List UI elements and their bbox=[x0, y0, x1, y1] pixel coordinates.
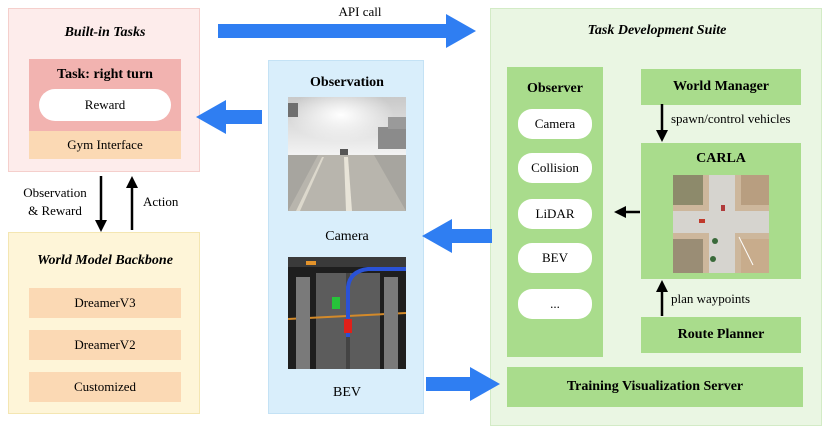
action-up-arrow bbox=[126, 176, 138, 230]
camera-image bbox=[288, 97, 406, 211]
carla-title: CARLA bbox=[696, 151, 746, 166]
carla-map-image bbox=[673, 175, 769, 273]
observation-to-training-server-arrow bbox=[426, 367, 500, 401]
observation-to-builtin-arrow bbox=[196, 100, 262, 134]
observation-reward-down-arrow bbox=[95, 176, 107, 232]
observer-item-lidar: LiDAR bbox=[518, 199, 592, 229]
task-box: Task: right turn Reward bbox=[29, 59, 181, 141]
observer-title: Observer bbox=[527, 81, 583, 96]
bev-image bbox=[288, 257, 406, 369]
route-planner-box: Route Planner bbox=[641, 317, 801, 353]
route-planner-to-carla-arrow bbox=[656, 280, 668, 316]
training-visualization-server-box: Training Visualization Server bbox=[507, 367, 803, 407]
world-manager-box: World Manager bbox=[641, 69, 801, 105]
world-model-title: World Model Backbone bbox=[37, 253, 173, 268]
plan-waypoints-label: plan waypoints bbox=[671, 291, 751, 306]
wm-item-dreamerv3: DreamerV3 bbox=[29, 288, 181, 318]
reward-pill: Reward bbox=[39, 89, 171, 121]
bev-label: BEV bbox=[333, 385, 361, 400]
spawn-control-label: spawn/control vehicles bbox=[671, 111, 791, 126]
world-manager-to-carla-arrow bbox=[656, 104, 668, 142]
task-dev-suite-panel: Task Development Suite Observer Camera C… bbox=[490, 8, 822, 426]
observer-item-collision: Collision bbox=[518, 153, 592, 183]
task-dev-suite-title: Task Development Suite bbox=[587, 23, 727, 38]
api-call-arrow bbox=[218, 14, 476, 48]
task-label: Task: right turn bbox=[57, 67, 153, 82]
wm-item-customized: Customized bbox=[29, 372, 181, 402]
camera-label: Camera bbox=[325, 229, 369, 244]
world-model-panel: World Model Backbone DreamerV3 DreamerV2… bbox=[8, 232, 200, 414]
observer-item-bev: BEV bbox=[518, 243, 592, 273]
carla-box: CARLA bbox=[641, 143, 801, 279]
builtin-tasks-title: Built-in Tasks bbox=[64, 25, 146, 40]
api-call-label: API call bbox=[338, 4, 382, 19]
observer-item-more: ... bbox=[518, 289, 592, 319]
observation-panel: Observation C bbox=[268, 60, 424, 414]
builtin-tasks-panel: Built-in Tasks Task: right turn Reward G… bbox=[8, 8, 200, 172]
gym-interface-box: Gym Interface bbox=[29, 131, 181, 159]
observer-item-camera: Camera bbox=[518, 109, 592, 139]
observer-to-observation-arrow bbox=[422, 219, 492, 253]
observation-reward-label: Observation & Reward bbox=[23, 185, 87, 218]
carla-to-observer-arrow bbox=[614, 206, 640, 218]
wm-item-dreamerv2: DreamerV2 bbox=[29, 330, 181, 360]
action-label: Action bbox=[143, 194, 179, 209]
observer-box: Observer Camera Collision LiDAR BEV ... bbox=[507, 67, 603, 357]
observation-title: Observation bbox=[310, 75, 384, 90]
